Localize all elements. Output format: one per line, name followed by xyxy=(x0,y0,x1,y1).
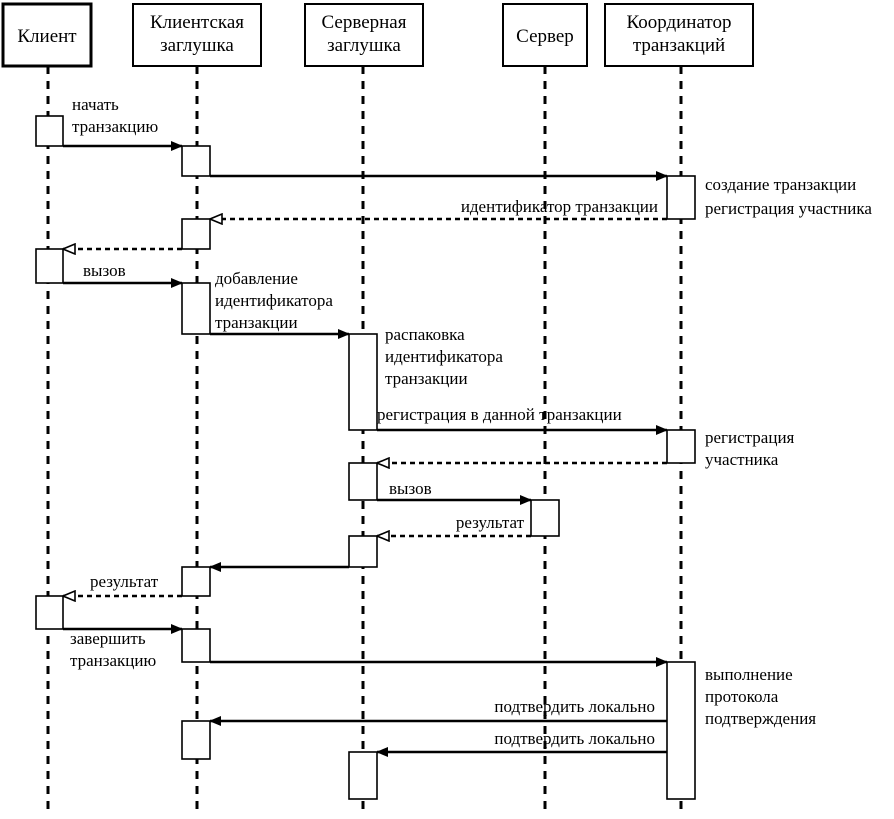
participant-server: Сервер xyxy=(502,3,588,67)
participant-coordinator-label-1: Координатор xyxy=(627,12,732,33)
participant-server-stub-label-2: заглушка xyxy=(327,35,401,56)
note-commit-protocol-3: подтверждения xyxy=(705,709,816,728)
activation-client-2 xyxy=(35,248,64,284)
label-confirm-locally-2: подтвердить локально xyxy=(494,729,655,748)
participant-client-stub: Клиентская заглушка xyxy=(132,3,262,67)
activation-coordinator-2 xyxy=(666,429,696,464)
activation-server-1 xyxy=(530,499,560,537)
note-unpack-identifier-3: транзакции xyxy=(385,369,468,388)
note-unpack-identifier-2: идентификатора xyxy=(385,347,503,366)
activation-client-stub-5 xyxy=(181,628,211,663)
label-commit-transaction-1: завершить xyxy=(70,629,146,648)
participant-server-stub-label-1: Серверная xyxy=(322,12,407,33)
activation-server-stub-1 xyxy=(348,333,378,431)
label-call-2: вызов xyxy=(389,479,432,498)
label-result-client: результат xyxy=(90,572,159,591)
participant-coordinator: Координатор транзакций xyxy=(604,3,754,67)
note-commit-protocol-2: протокола xyxy=(705,687,779,706)
activation-client-stub-4 xyxy=(181,566,211,597)
activation-client-stub-1 xyxy=(181,145,211,177)
participant-client-stub-label-1: Клиентская xyxy=(150,12,244,33)
activation-client-3 xyxy=(35,595,64,630)
note-commit-protocol-1: выполнение xyxy=(705,665,793,684)
activation-client-stub-6 xyxy=(181,720,211,760)
note-create-transaction: создание транзакции xyxy=(705,175,856,194)
note-register-participant-2-1: регистрация xyxy=(705,428,795,447)
activation-client-stub-3 xyxy=(181,282,211,335)
activation-server-stub-2 xyxy=(348,462,378,501)
participant-server-stub: Серверная заглушка xyxy=(304,3,424,67)
participant-client-stub-label-2: заглушка xyxy=(160,35,234,56)
note-unpack-identifier-1: распаковка xyxy=(385,325,465,344)
participant-client: Клиент xyxy=(1,2,93,68)
participant-coordinator-label-2: транзакций xyxy=(633,35,725,56)
activation-server-stub-3 xyxy=(348,535,378,568)
activation-coordinator-3 xyxy=(666,661,696,800)
note-register-participant-2-2: участника xyxy=(705,450,779,469)
label-confirm-locally-1: подтвердить локально xyxy=(494,697,655,716)
note-register-participant: регистрация участника xyxy=(705,199,872,218)
label-call-1: вызов xyxy=(83,261,126,280)
label-register-in-transaction: регистрация в данной транзакции xyxy=(377,405,622,424)
note-add-identifier-3: транзакции xyxy=(215,313,298,332)
activation-client-stub-2 xyxy=(181,218,211,250)
participant-server-label: Сервер xyxy=(516,26,574,47)
participant-client-label: Клиент xyxy=(17,26,77,47)
label-begin-transaction-1: начать xyxy=(72,95,119,114)
activation-coordinator-1 xyxy=(666,175,696,220)
label-commit-transaction-2: транзакцию xyxy=(70,651,156,670)
label-transaction-id: идентификатор транзакции xyxy=(461,197,658,216)
label-result-server: результат xyxy=(456,513,525,532)
activation-server-stub-4 xyxy=(348,751,378,800)
activation-client-1 xyxy=(35,115,64,147)
note-add-identifier-1: добавление xyxy=(215,269,298,288)
label-begin-transaction-2: транзакцию xyxy=(72,117,158,136)
note-add-identifier-2: идентификатора xyxy=(215,291,333,310)
